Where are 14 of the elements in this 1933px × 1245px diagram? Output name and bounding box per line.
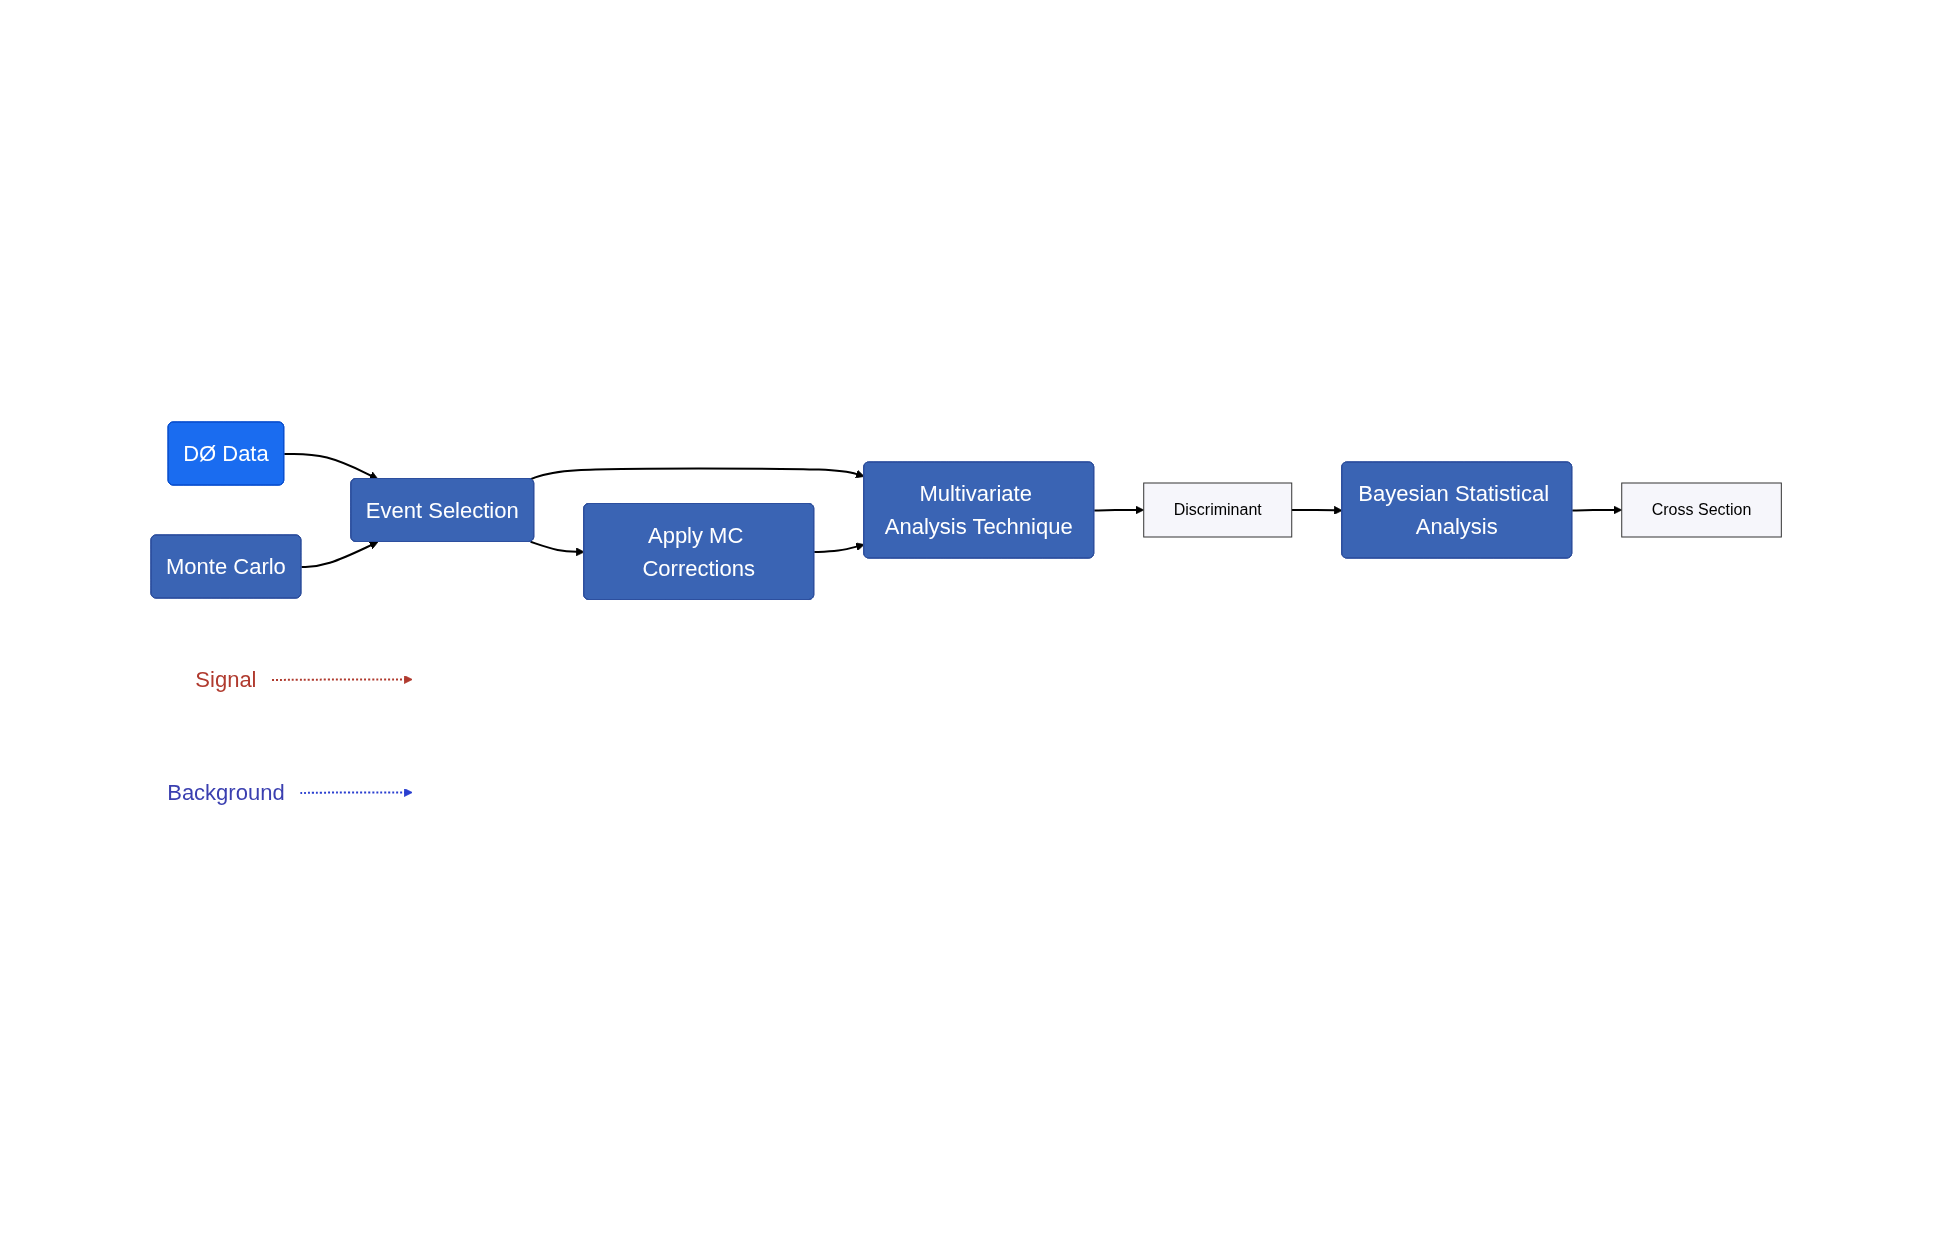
node-box: Discriminant <box>1143 482 1293 537</box>
arrow <box>300 540 379 568</box>
arrow <box>529 540 585 556</box>
node-box: Cross Section <box>1621 482 1783 537</box>
arrow <box>283 452 379 479</box>
node-text: Background <box>167 779 285 805</box>
arrow <box>1291 505 1343 515</box>
arrow <box>271 674 413 684</box>
arrow <box>1571 505 1623 514</box>
arrow <box>529 467 865 480</box>
arrow <box>813 541 865 553</box>
node-text: Signal <box>195 666 257 692</box>
arrow <box>1093 505 1145 514</box>
arrow <box>299 787 413 797</box>
